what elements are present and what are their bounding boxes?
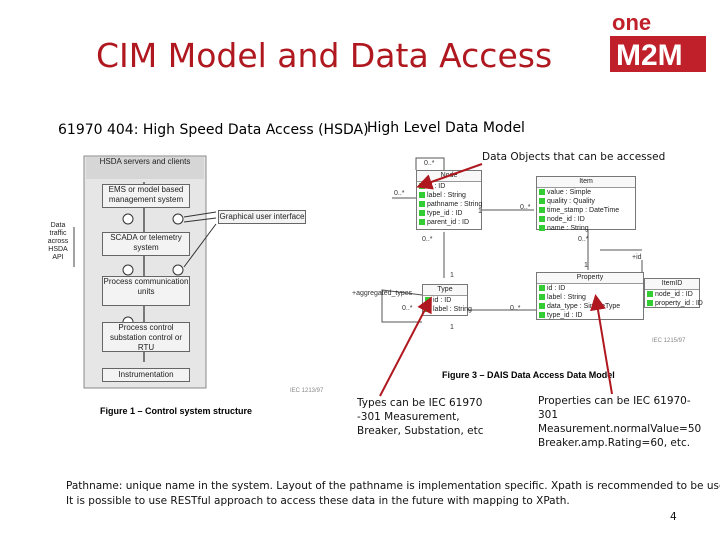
multiplicity-label: 1: [450, 324, 454, 331]
footer-line-2: It is possible to use RESTful approach t…: [66, 495, 570, 507]
aggregated-types-label: +aggregated_types: [352, 290, 413, 297]
item-attr: node_id : ID: [537, 215, 635, 224]
ems-box: EMS or model based management system: [102, 184, 190, 208]
node-attr: pathname : String: [417, 200, 482, 209]
fig1-caption: Figure 1 – Control system structure: [100, 406, 253, 416]
dais-model-figure: Node id : ID label : String pathname : S…: [352, 150, 703, 380]
slide-title: CIM Model and Data Access: [96, 36, 553, 75]
plus-id-label: +id: [632, 254, 642, 261]
fig3-code: IEC 1215/97: [652, 338, 686, 344]
hsda-heading: 61970 404: High Speed Data Access (HSDA): [58, 122, 369, 138]
property-attr: id : ID: [537, 284, 643, 293]
svg-text:M2M: M2M: [616, 39, 683, 72]
property-attr: label : String: [537, 293, 643, 302]
uml-property-class: Property id : ID label : String data_typ…: [536, 272, 644, 320]
multiplicity-label: 0..*: [520, 204, 531, 211]
uml-node-class: Node id : ID label : String pathname : S…: [416, 170, 482, 230]
types-callout: Types can be IEC 61970 -301 Measurement,…: [357, 397, 484, 437]
item-header: Item: [537, 177, 635, 188]
node-attr: type_id : ID: [417, 209, 481, 218]
svg-text:one: one: [612, 10, 651, 35]
hsda-servers-header: HSDA servers and clients: [86, 157, 204, 179]
multiplicity-label: 0..*: [578, 236, 589, 243]
gui-box: Graphical user interface: [218, 210, 306, 224]
property-header: Property: [537, 273, 643, 284]
control-system-figure: HSDA servers and clients EMS or model ba…: [44, 152, 344, 422]
multiplicity-label: 1: [450, 272, 454, 279]
onem2m-logo: one M2M: [608, 10, 708, 74]
properties-callout: Properties can be IEC 61970-301 Measurem…: [538, 395, 702, 449]
substation-box: Process control substation control or RT…: [102, 322, 190, 352]
multiplicity-label: 0..*: [402, 305, 413, 312]
type-header: Type: [423, 285, 467, 296]
itemid-attr: node_id : ID: [645, 290, 699, 299]
multiplicity-label: 1: [584, 262, 588, 269]
fig3-caption: Figure 3 – DAIS Data Access Data Model: [442, 370, 615, 380]
multiplicity-label: 0..*: [424, 160, 435, 167]
uml-itemid-class: ItemID node_id : ID property_id : ID: [644, 278, 703, 308]
instrumentation-box: Instrumentation: [102, 368, 190, 382]
fig1-code: IEC 1213/97: [290, 388, 324, 394]
itemid-attr: property_id : ID: [645, 299, 703, 308]
uml-item-class: Item value : Simple quality : Quality ti…: [536, 176, 636, 233]
item-attr: quality : Quality: [537, 197, 635, 206]
process-box: Process communication units: [102, 276, 190, 306]
property-attr: data_type : SimpleType: [537, 302, 643, 311]
item-attr: value : Simple: [537, 188, 635, 197]
page-number: 4: [670, 511, 677, 523]
item-attr: time_stamp : DateTime: [537, 206, 635, 215]
data-objects-callout: Data Objects that can be accessed: [482, 151, 666, 163]
itemid-header: ItemID: [645, 279, 699, 290]
multiplicity-label: 1: [478, 208, 482, 215]
multiplicity-label: 0..*: [394, 190, 405, 197]
node-attr: label : String: [417, 191, 481, 200]
node-attr: parent_id : ID: [417, 218, 481, 227]
multiplicity-label: 0..*: [510, 305, 521, 312]
property-attr: type_id : ID: [537, 311, 643, 320]
data-traffic-label: Data traffic across HSDA API: [47, 222, 69, 261]
data-model-heading: High Level Data Model: [367, 120, 525, 136]
item-attr: name : String: [537, 224, 635, 233]
scada-box: SCADA or telemetry system: [102, 232, 190, 256]
multiplicity-label: 0..*: [422, 236, 433, 243]
footer-line-1: Pathname: unique name in the system. Lay…: [66, 480, 720, 492]
